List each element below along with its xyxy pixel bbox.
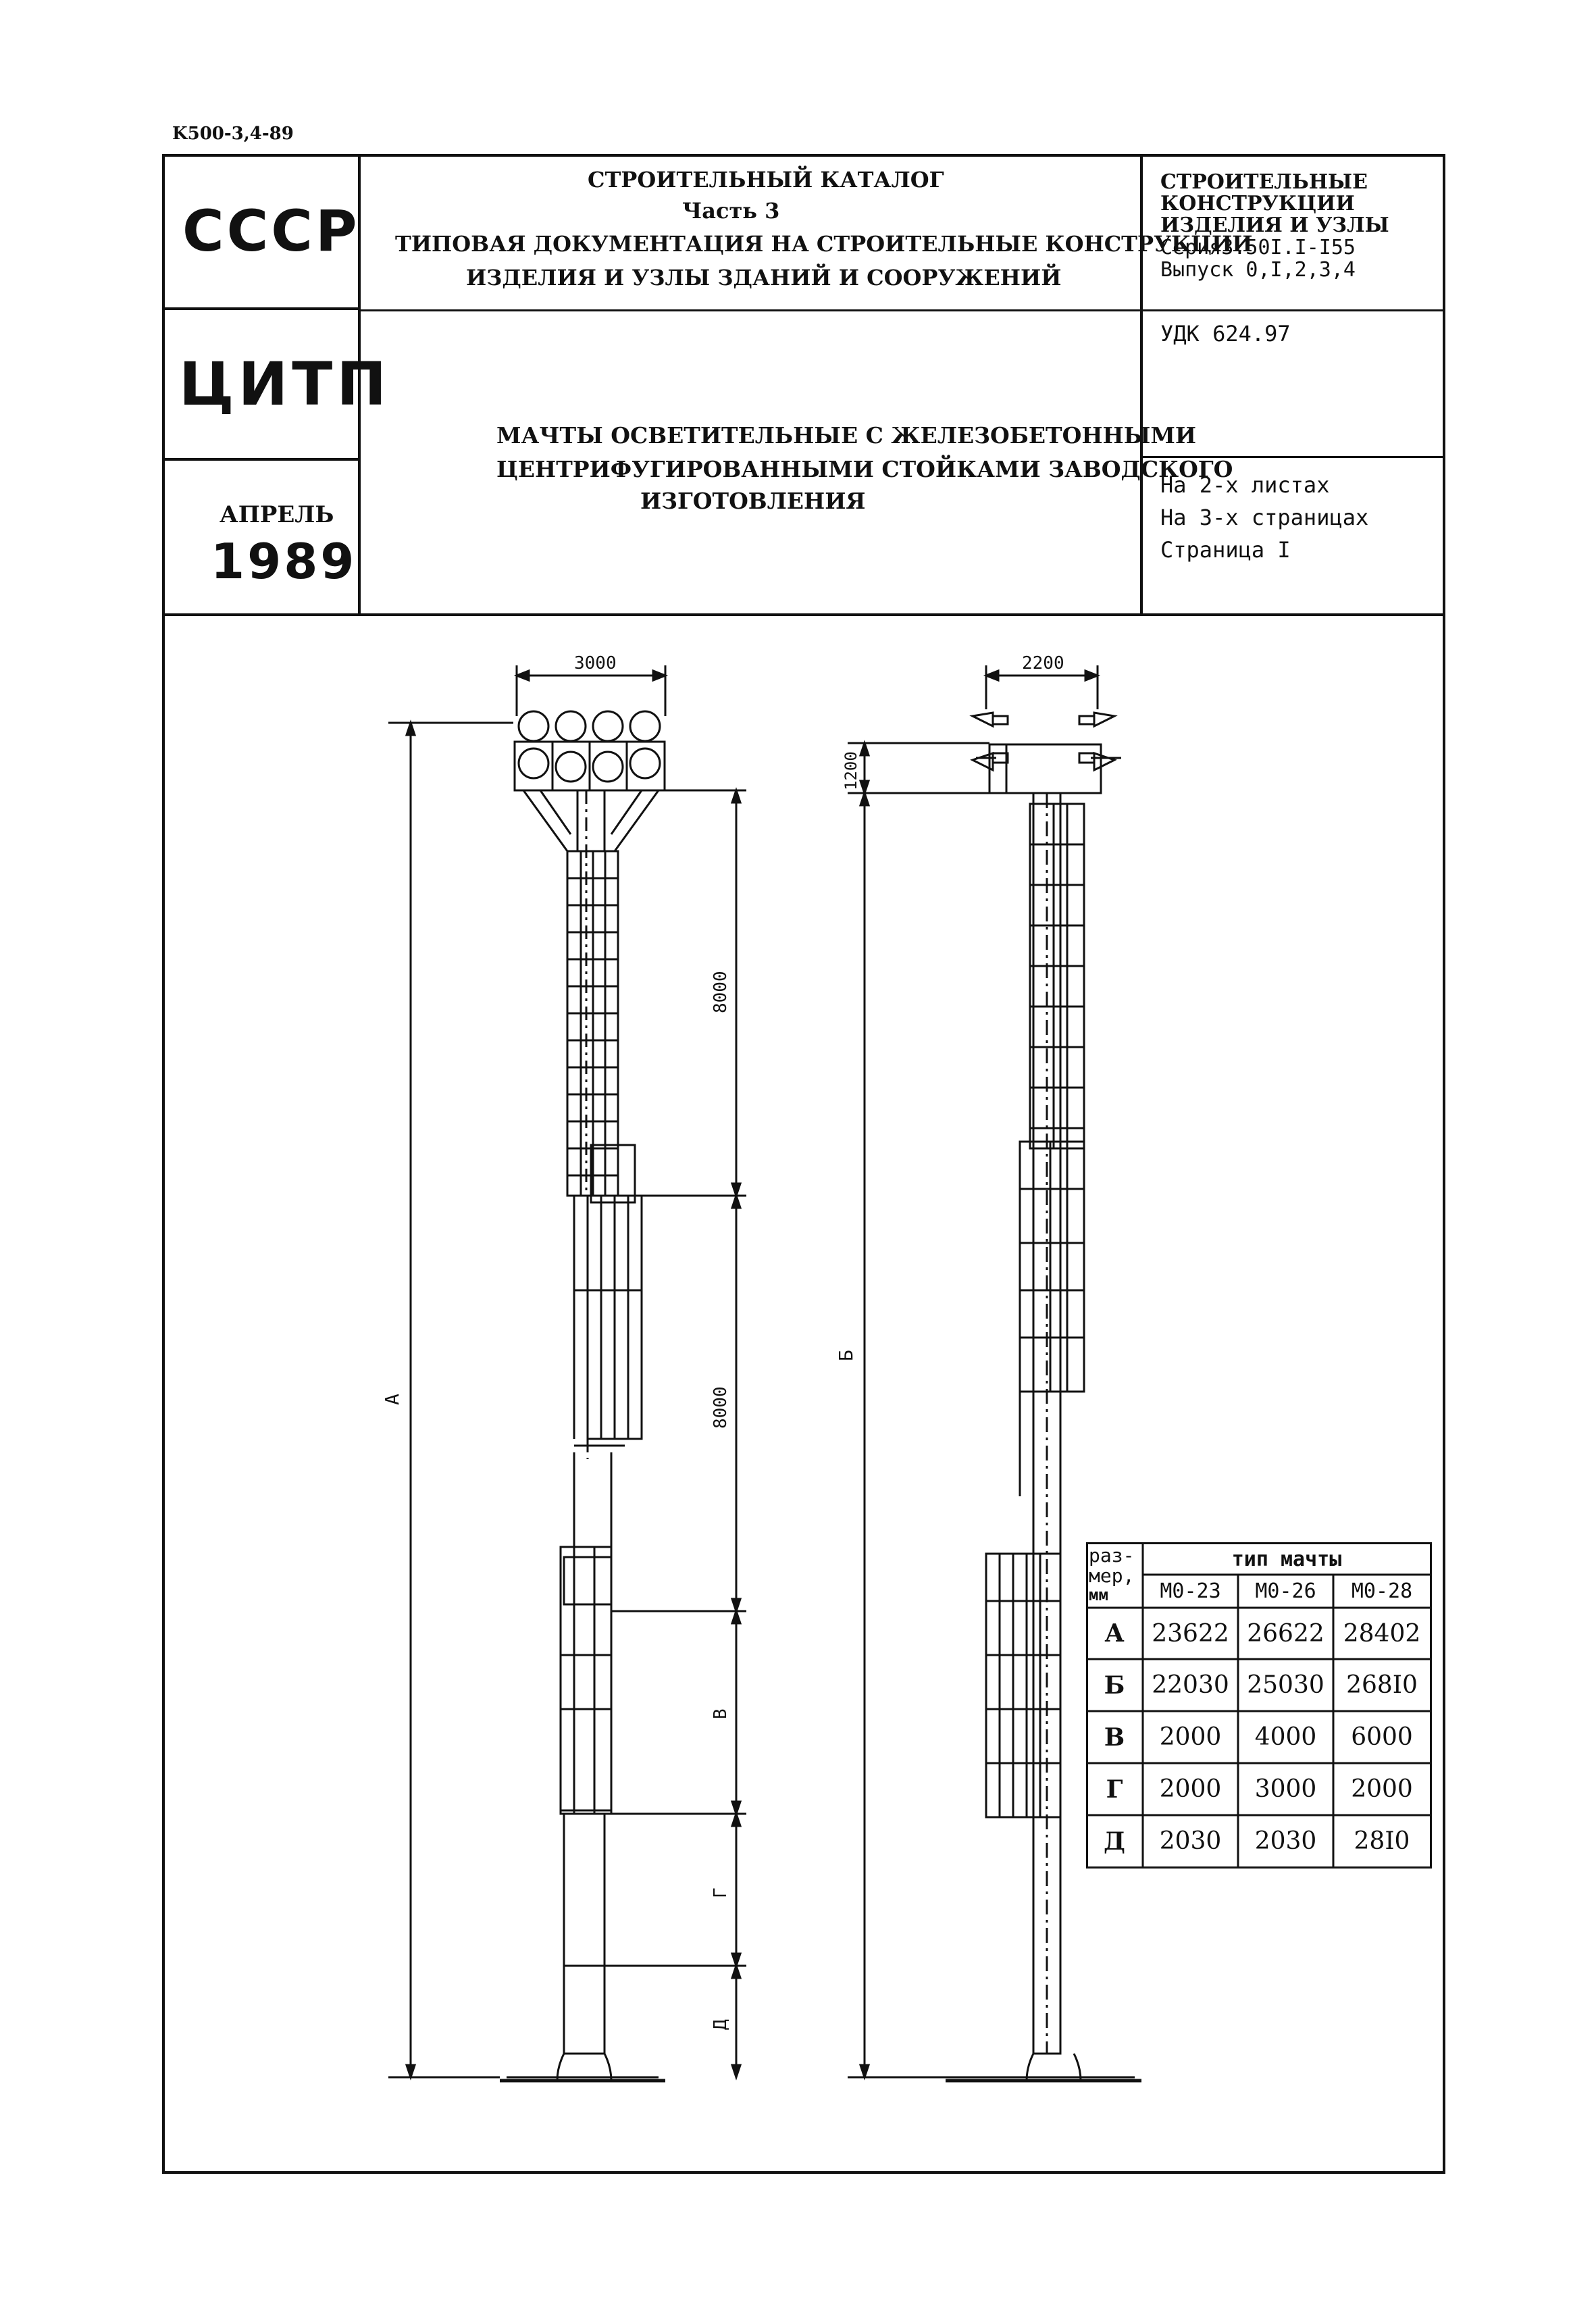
- org-citp: ЦИТП: [179, 349, 390, 419]
- table-cell: 2000: [1159, 1775, 1222, 1803]
- sheet-frame: [162, 154, 1445, 2174]
- table-row-label: Б: [1104, 1671, 1125, 1700]
- table-header-param-3: мм: [1089, 1585, 1108, 1604]
- sheets-line-3: Страница I: [1160, 537, 1291, 563]
- sheets-line-2: На 3-х страницах: [1160, 505, 1369, 530]
- table-cell: 28402: [1343, 1619, 1421, 1648]
- sheets-line-1: На 2-х листах: [1160, 472, 1330, 498]
- floodlights-left: [513, 710, 666, 792]
- title-line-2: ЦЕНТРИФУГИРОВАННЫМИ СТОЙКАМИ ЗАВОДСКОГО: [496, 456, 1233, 482]
- table-cell: 26622: [1247, 1619, 1324, 1648]
- right-block-line-1: [1141, 309, 1445, 311]
- title-line-3: ИЗГОТОВЛЕНИЯ: [640, 488, 866, 514]
- header-bottom-line: [162, 613, 1445, 616]
- table-header-param-2: мер,: [1089, 1565, 1135, 1587]
- table-cell: 28I0: [1354, 1827, 1410, 1855]
- dim-section-1: 8000: [711, 971, 731, 1013]
- table-col-header: М0-23: [1160, 1579, 1221, 1603]
- table-cell: 3000: [1254, 1775, 1317, 1803]
- table-cell: 4000: [1254, 1723, 1317, 1751]
- left-block-line-1: [162, 307, 359, 310]
- dim-top-right: 2200: [1022, 653, 1064, 673]
- table-cell: 2000: [1351, 1775, 1413, 1803]
- table-header-type: тип мачты: [1231, 1547, 1342, 1571]
- table-cell: 2030: [1159, 1827, 1222, 1855]
- table-cell: 2000: [1159, 1723, 1222, 1751]
- org-ussr: СССР: [182, 198, 360, 264]
- right-block-line-2: [1141, 456, 1445, 458]
- table-cell: 6000: [1351, 1723, 1413, 1751]
- table-row-label: Д: [1103, 1827, 1125, 1856]
- catalog-line-2: Часть 3: [682, 198, 780, 224]
- series-line-1: СТРОИТЕЛЬНЫЕ: [1160, 170, 1368, 194]
- table-cell: 25030: [1247, 1671, 1324, 1699]
- table-col-header: М0-28: [1351, 1579, 1413, 1603]
- dim-head-right: 1200: [842, 751, 860, 790]
- label-dim-b: Б: [835, 1350, 857, 1361]
- catalog-line-3: ТИПОВАЯ ДОКУМЕНТАЦИЯ НА СТРОИТЕЛЬНЫЕ КОН…: [395, 231, 1253, 257]
- table-cell: 22030: [1152, 1671, 1229, 1699]
- table-col-header: М0-26: [1255, 1579, 1316, 1603]
- left-block-divider: [358, 154, 361, 615]
- label-dim-v: В: [711, 1708, 731, 1719]
- table-cell: 268I0: [1346, 1671, 1418, 1699]
- dimension-table: раз- мер, мм тип мачты М0-23 М0-26 М0-28…: [1086, 1542, 1432, 1869]
- left-mast: 3000: [381, 653, 746, 2083]
- left-block-line-2: [162, 458, 359, 461]
- middle-block-line: [359, 309, 1141, 311]
- catalog-line-4: ИЗДЕЛИЯ И УЗЛЫ ЗДАНИЙ И СООРУЖЕНИЙ: [466, 265, 1062, 290]
- series-line-3: ИЗДЕЛИЯ И УЗЛЫ: [1160, 213, 1389, 237]
- udk-code: УДК 624.97: [1160, 321, 1291, 347]
- table-header-param-1: раз-: [1089, 1544, 1135, 1567]
- right-mast: 2200: [835, 653, 1141, 2083]
- series-line-2: КОНСТРУКЦИИ: [1160, 192, 1355, 215]
- series-line-5: Выпуск 0,I,2,3,4: [1160, 258, 1356, 282]
- label-dim-a: А: [381, 1394, 403, 1405]
- catalog-line-1: СТРОИТЕЛЬНЫЙ КАТАЛОГ: [588, 167, 944, 193]
- title-line-1: МАЧТЫ ОСВЕТИТЕЛЬНЫЕ С ЖЕЛЕЗОБЕТОННЫМИ: [496, 422, 1197, 449]
- table-cell: 2030: [1254, 1827, 1317, 1855]
- label-dim-g: Г: [711, 1887, 731, 1898]
- table-row-label: А: [1104, 1619, 1125, 1648]
- label-dim-d: Д: [711, 2019, 731, 2030]
- dim-top-left: 3000: [574, 653, 617, 673]
- series-line-4: Серия3.50I.I-I55: [1160, 236, 1356, 259]
- dim-section-2: 8000: [711, 1386, 731, 1429]
- table-row-label: Г: [1106, 1775, 1123, 1804]
- issue-month: АПРЕЛЬ: [220, 501, 334, 528]
- issue-year: 1989: [211, 533, 357, 590]
- table-row-label: В: [1104, 1723, 1125, 1752]
- table-cell: 23622: [1152, 1619, 1229, 1648]
- document-code: K500-3,4-89: [172, 124, 294, 144]
- right-block-divider: [1140, 154, 1143, 615]
